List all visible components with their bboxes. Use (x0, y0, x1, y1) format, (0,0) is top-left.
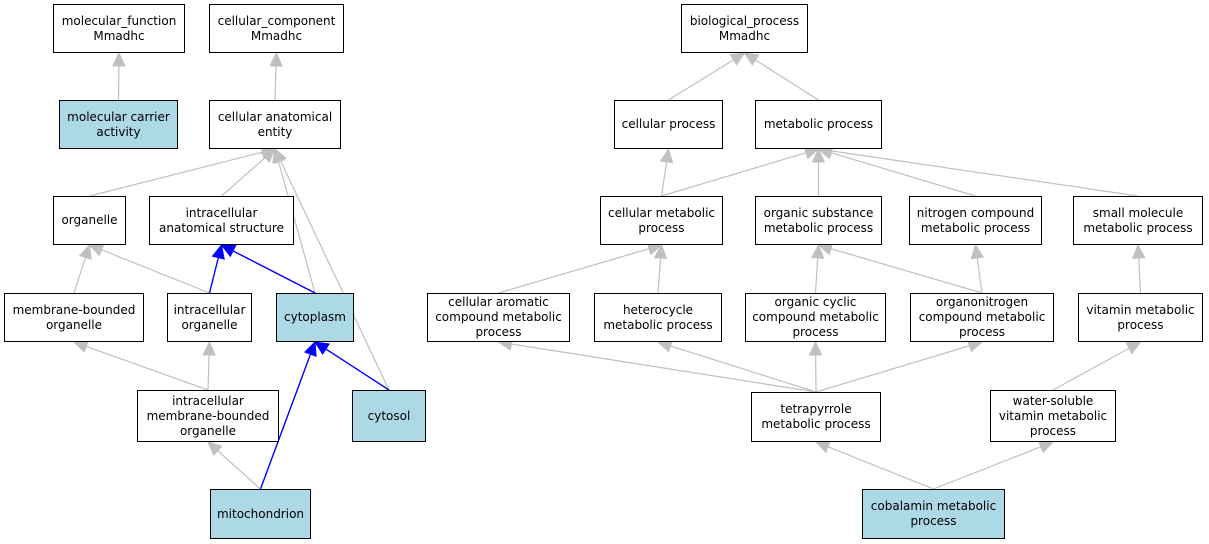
arrowhead-cytosol-to-cae (274, 147, 287, 165)
edge-cp-to-bp (668, 59, 734, 101)
arrowhead-cytosol-to-cyto (314, 341, 331, 356)
node-tetrapyrrole-metabolic-process[interactable]: tetrapyrrole metabolic process (751, 392, 881, 442)
edge-tmp-to-hmp (670, 345, 817, 393)
node-metabolic-process[interactable]: metabolic process (755, 100, 882, 149)
node-mitochondrion[interactable]: mitochondrion (210, 489, 311, 539)
edge-cacmp-to-cmp (498, 248, 650, 294)
edge-cmp-to-mp (661, 152, 807, 197)
edge-vmp-to-smmp (1138, 257, 1142, 294)
edge-ias-to-cae (221, 157, 266, 197)
node-intracellular-anatomical-structure[interactable]: intracellular anatomical structure (149, 196, 294, 245)
arrowhead-cobmp-to-tmp (814, 440, 832, 454)
arrowhead-mbo-to-org (78, 243, 92, 260)
edge-mp-to-bp (755, 59, 819, 101)
edge-cytosol-to-cae (280, 160, 390, 391)
edge-mbo-to-org (73, 257, 87, 294)
node-organic-cyclic-compound-metabolic-process[interactable]: organic cyclic compound metabolic proces… (745, 293, 886, 342)
edge-cytosol-to-cyto (325, 348, 390, 391)
edge-mito-to-imbo (217, 450, 261, 490)
node-cellular-metabolic-process[interactable]: cellular metabolic process (600, 196, 723, 245)
edge-smmp-to-mp (831, 150, 1139, 197)
arrowhead-cmp-to-cp (659, 147, 674, 164)
edge-cae-to-cc (274, 65, 277, 101)
node-organic-substance-metabolic-process[interactable]: organic substance metabolic process (755, 196, 882, 245)
arrowhead-vmp-to-smmp (1131, 243, 1146, 259)
edge-wsvmp-to-vmp (1052, 347, 1130, 391)
edge-ncmp-to-mp (830, 152, 976, 197)
edge-cobmp-to-wsvmp (933, 446, 1042, 490)
arrowhead-io-to-ias (211, 243, 225, 260)
arrowhead-mp-to-bp (743, 52, 760, 66)
arrowhead-cobmp-to-wsvmp (1037, 440, 1055, 454)
arrowhead-cp-to-bp (729, 52, 746, 66)
node-molecular-carrier-activity[interactable]: molecular carrier activity (59, 100, 178, 149)
node-heterocycle-metabolic-process[interactable]: heterocycle metabolic process (594, 293, 722, 342)
node-membrane-bounded-organelle[interactable]: membrane-bounded organelle (4, 293, 144, 342)
arrowhead-imbo-to-io (202, 340, 216, 356)
arrowhead-occmp-to-osmp (810, 243, 825, 259)
arrowhead-mca-to-mf (112, 51, 126, 67)
arrowhead-oncmp-to-ncmp (970, 243, 985, 260)
edge-tmp-to-oncmp (815, 345, 970, 393)
edge-cyto-to-ias (232, 250, 316, 294)
arrowhead-mito-to-imbo (207, 441, 223, 457)
arrowhead-imbo-to-mbo (72, 340, 90, 353)
edge-hmp-to-cmp (657, 257, 662, 294)
edge-cmp-to-cp (660, 161, 668, 197)
arrowhead-mito-to-cyto (303, 340, 317, 358)
edge-cyto-to-cae (277, 161, 316, 294)
node-molecular-function[interactable]: molecular_function Mmadhc (53, 4, 185, 53)
edge-mito-to-cyto (259, 353, 312, 490)
node-intracellular-organelle[interactable]: intracellular organelle (167, 293, 252, 342)
edge-occmp-to-osmp (814, 257, 819, 294)
node-cytosol[interactable]: cytosol (352, 390, 426, 442)
node-nitrogen-compound-metabolic-process[interactable]: nitrogen compound metabolic process (909, 196, 1042, 245)
arrowhead-tmp-to-occmp (808, 340, 823, 356)
node-cellular-aromatic-compound-metabolic-process[interactable]: cellular aromatic compound metabolic pro… (427, 293, 570, 342)
node-small-molecule-metabolic-process[interactable]: small molecule metabolic process (1073, 196, 1203, 245)
node-intracellular-membrane-bounded-organelle[interactable]: intracellular membrane-bounded organelle (137, 390, 279, 442)
arrowhead-cae-to-cc (269, 51, 283, 67)
arrowhead-osmp-to-mp (811, 147, 826, 163)
node-cellular-anatomical-entity[interactable]: cellular anatomical entity (209, 100, 341, 149)
arrowhead-wsvmp-to-vmp (1125, 341, 1142, 355)
edge-cobmp-to-tmp (827, 446, 934, 490)
edge-org-to-cae (89, 151, 263, 197)
node-water-soluble-vitamin-metabolic-process[interactable]: water-soluble vitamin metabolic process (990, 390, 1116, 442)
node-cytoplasm[interactable]: cytoplasm (276, 293, 354, 342)
edge-io-to-org (101, 249, 210, 294)
arrowhead-ias-to-cae (260, 148, 276, 164)
edge-oncmp-to-ncmp (976, 257, 983, 294)
node-biological-process[interactable]: biological_process Mmadhc (681, 4, 808, 53)
edge-imbo-to-mbo (86, 345, 209, 391)
edge-tmp-to-cacmp (511, 343, 817, 393)
node-vitamin-metabolic-process[interactable]: vitamin metabolic process (1078, 293, 1203, 342)
arrowhead-io-to-org (88, 243, 105, 257)
edge-oncmp-to-osmp (830, 248, 983, 294)
edge-imbo-to-io (207, 354, 210, 391)
edge-io-to-ias (208, 257, 220, 294)
arrowhead-hmp-to-cmp (653, 243, 668, 259)
node-organelle[interactable]: organelle (53, 196, 126, 245)
node-cellular-component[interactable]: cellular_component Mmadhc (209, 4, 344, 53)
node-cellular-process[interactable]: cellular process (614, 100, 723, 149)
node-organonitrogen-compound-metabolic-process[interactable]: organonitrogen compound metabolic proces… (910, 293, 1054, 342)
node-cobalamin-metabolic-process[interactable]: cobalamin metabolic process (862, 489, 1005, 539)
arrowhead-cyto-to-ias (220, 244, 237, 258)
